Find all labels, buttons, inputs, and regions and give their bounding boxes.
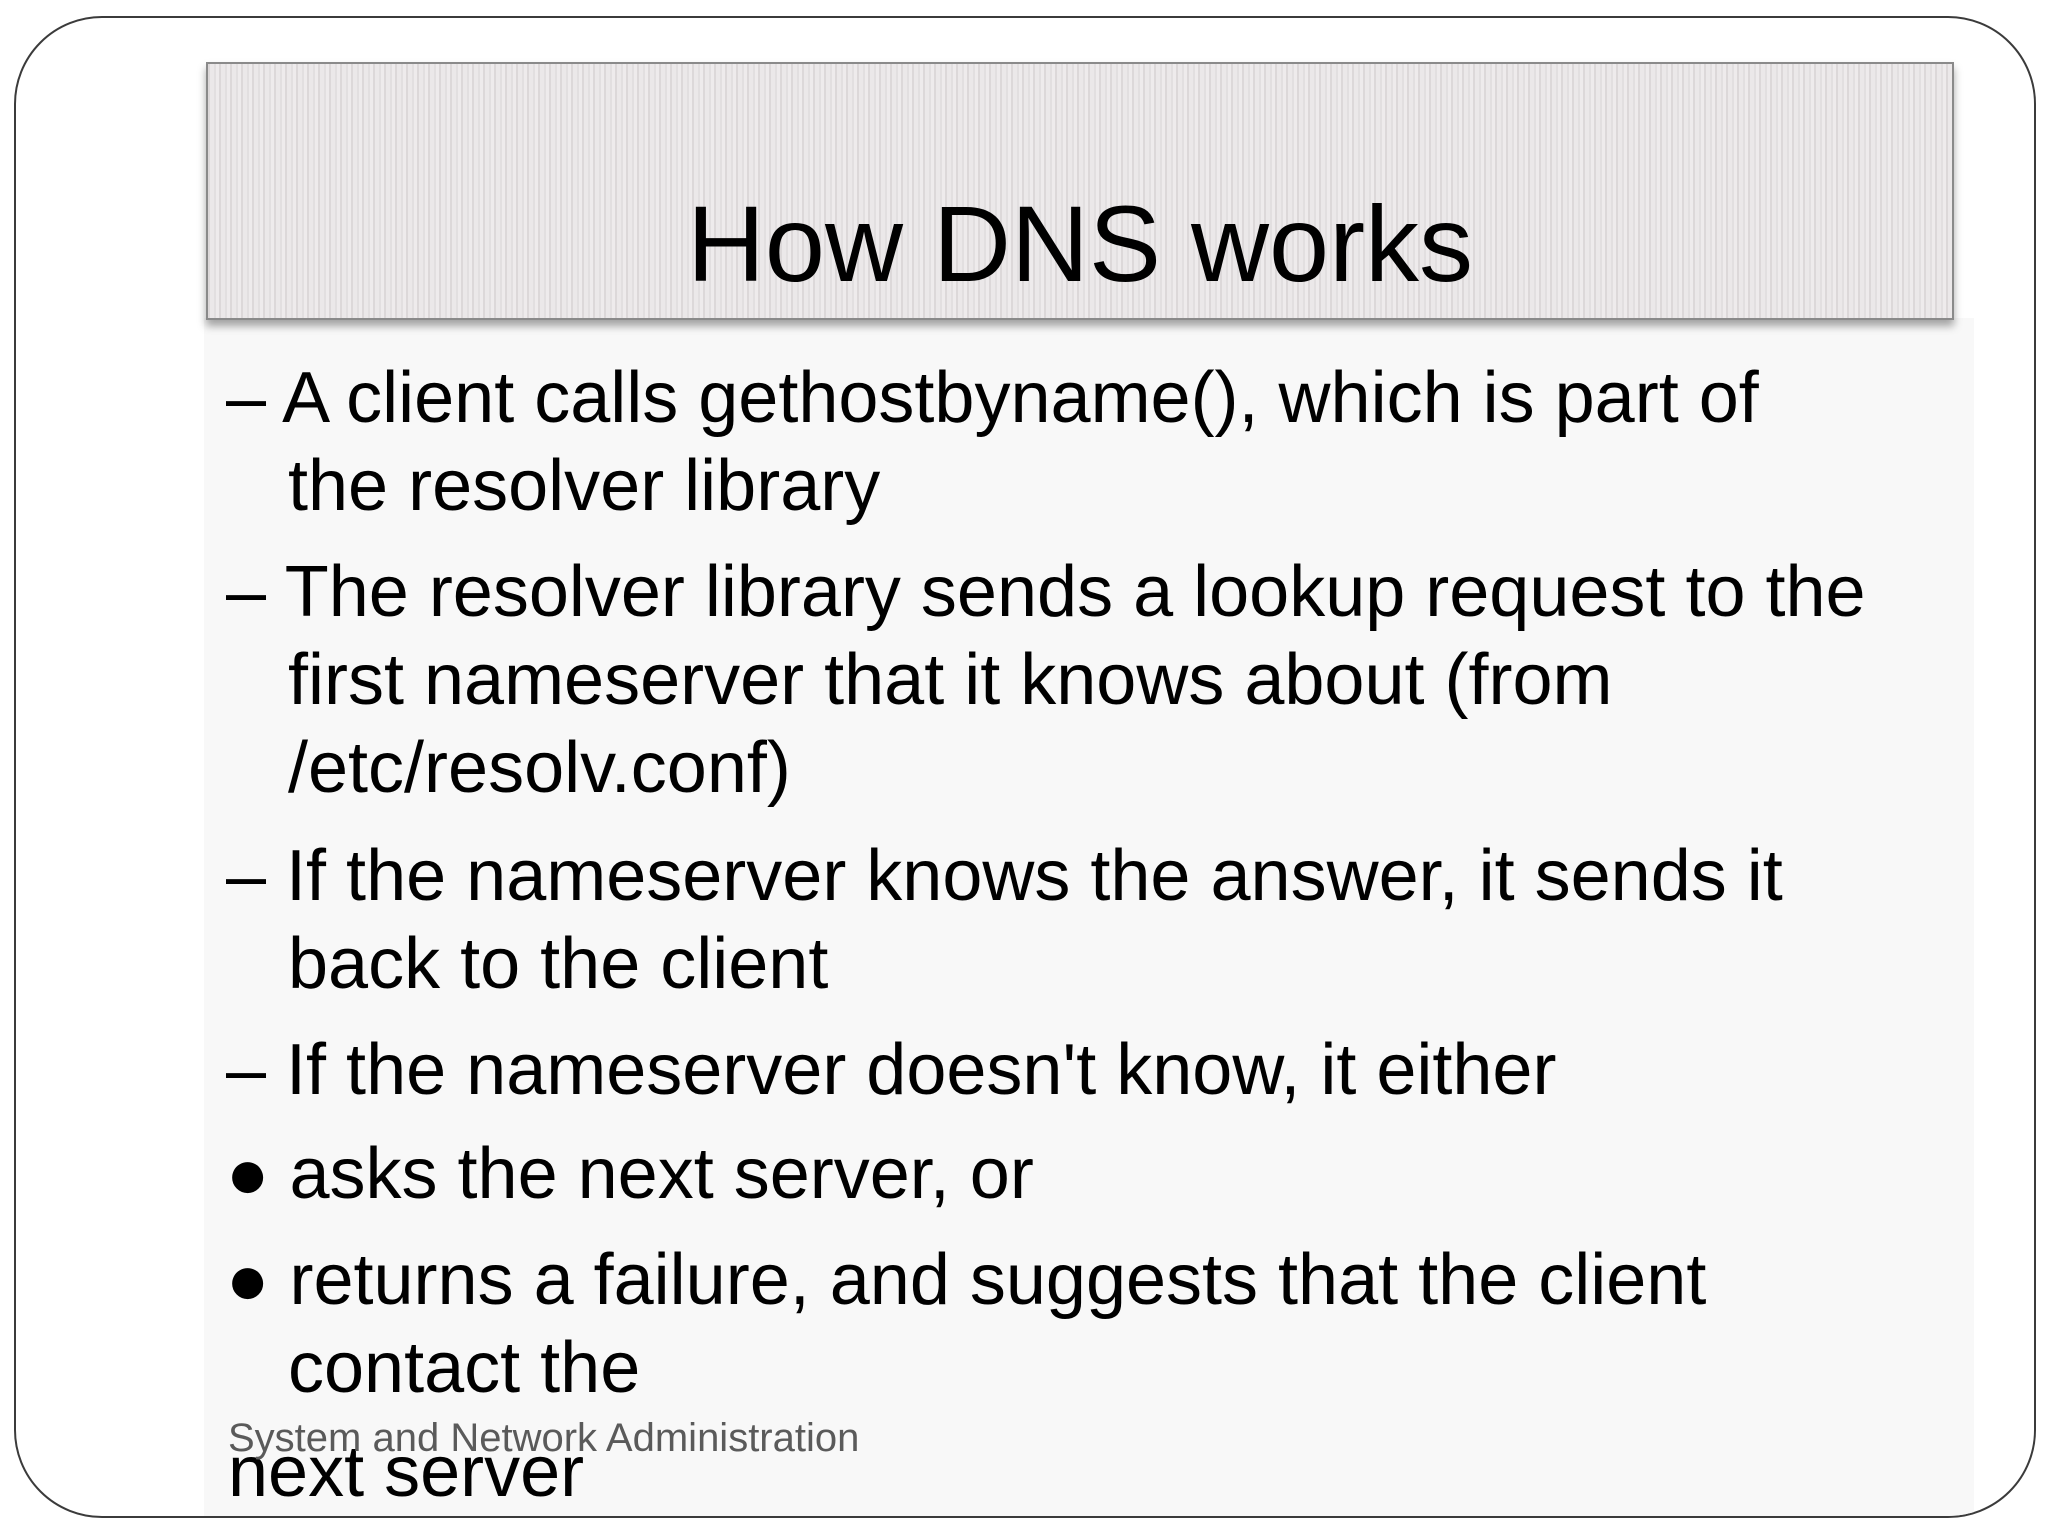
bullet-line-1: – A client calls gethostbyname(), which … — [226, 358, 1759, 438]
content-area — [204, 318, 1974, 1516]
bullet-line-2-cont-b: /etc/resolv.conf) — [288, 728, 791, 808]
title-bar: How DNS works — [206, 62, 1954, 320]
sub-bullet-2-cont: contact the — [288, 1328, 641, 1408]
slide-title: How DNS works — [686, 183, 1474, 304]
bullet-line-4: – If the nameserver doesn't know, it eit… — [226, 1030, 1557, 1110]
bullet-line-1-cont: the resolver library — [288, 446, 881, 526]
bullet-line-2: – The resolver library sends a lookup re… — [226, 552, 1866, 632]
bullet-line-3-cont: back to the client — [288, 924, 829, 1004]
overflow-line: next server — [228, 1432, 585, 1512]
bullet-line-2-cont-a: first nameserver that it knows about (fr… — [288, 640, 1613, 720]
slide-frame: How DNS works – A client calls gethostby… — [14, 16, 2036, 1518]
slide-footer: System and Network Administration — [228, 1416, 860, 1460]
sub-bullet-1: ● asks the next server, or — [226, 1134, 1034, 1214]
bullet-line-3: – If the nameserver knows the answer, it… — [226, 836, 1783, 916]
sub-bullet-2: ● returns a failure, and suggests that t… — [226, 1240, 1707, 1320]
